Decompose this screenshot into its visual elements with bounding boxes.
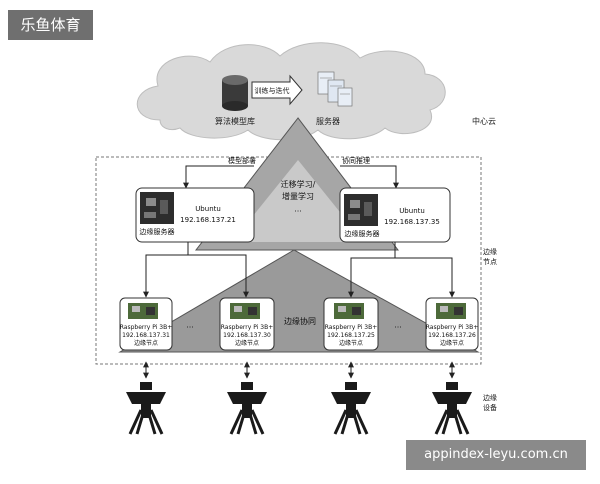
incremental-learning-label: 增量学习: [282, 191, 314, 201]
edge-server-card: Ubuntu 192.168.137.21 边缘服务器: [135, 187, 255, 243]
edge-server-ip: 192.168.137.21: [180, 216, 236, 224]
robot-device-icon: [227, 382, 267, 435]
pi-node-caption: 边缘节点: [339, 339, 363, 347]
edge-server-caption: 边缘服务器: [140, 227, 175, 236]
pi-node-card: Raspberry Pi 3B+ 192.168.137.25 边缘节点: [323, 297, 379, 351]
edge-board-icon: [140, 192, 174, 224]
model-library-label: 算法模型库: [215, 116, 255, 126]
robot-device-icon: [331, 382, 371, 435]
node-device-links: [143, 361, 455, 379]
deploy-connector: [183, 165, 254, 189]
infer-connector: [340, 165, 399, 189]
raspberry-pi-board-icon: [436, 303, 466, 319]
watermark-bottom-right: appindex-leyu.com.cn: [406, 440, 586, 470]
edge-server-ip: 192.168.137.35: [384, 218, 440, 226]
pi-node-caption: 边缘节点: [134, 339, 158, 347]
top-triangle-ellipsis: ···: [294, 207, 302, 216]
pi-node-card: Raspberry Pi 3B+ 192.168.137.26 边缘节点: [425, 297, 479, 351]
robot-device-icon: [432, 382, 472, 435]
transfer-learning-label: 迁移学习/: [281, 179, 316, 189]
pi-node-ip: 192.168.137.31: [122, 332, 170, 339]
edge-node-side-label-2: 节点: [483, 258, 497, 266]
pi-node-model: Raspberry Pi 3B+: [325, 324, 377, 331]
pi-node-caption: 边缘节点: [235, 339, 259, 347]
pi-node-card: Raspberry Pi 3B+ 192.168.137.31 边缘节点: [119, 297, 173, 351]
pi-node-card: Raspberry Pi 3B+ 192.168.137.30 边缘节点: [219, 297, 275, 351]
collab-inference-label: 协同推理: [342, 156, 370, 165]
edge-server-name: Ubuntu: [195, 205, 221, 213]
pi-gap-ellipsis: ···: [186, 323, 194, 332]
raspberry-pi-board-icon: [230, 303, 260, 319]
pi-node-ip: 192.168.137.25: [327, 332, 375, 339]
server-label: 服务器: [316, 116, 340, 126]
edge-server-card: Ubuntu 192.168.137.35 边缘服务器: [339, 187, 451, 243]
edge-node-side-label-1: 边缘: [483, 247, 497, 256]
server-icon: [317, 71, 353, 107]
pi-node-caption: 边缘节点: [440, 339, 464, 347]
edge-collaboration-label: 边缘协同: [284, 316, 316, 326]
train-iterate-arrow: [251, 74, 303, 106]
pi-gap-ellipsis: ···: [394, 323, 402, 332]
edge-server-name: Ubuntu: [399, 207, 425, 215]
watermark-top-left: 乐鱼体育: [8, 10, 93, 40]
pi-node-model: Raspberry Pi 3B+: [426, 324, 478, 331]
pi-node-model: Raspberry Pi 3B+: [221, 324, 273, 331]
edge-server-caption: 边缘服务器: [345, 229, 380, 238]
model-library-database-icon: [222, 75, 248, 111]
pi-node-ip: 192.168.137.30: [223, 332, 271, 339]
edge-board-icon: [344, 194, 378, 226]
robot-device-icon: [126, 382, 166, 435]
edge-device-side-label-2: 设备: [483, 403, 497, 412]
central-cloud-label: 中心云: [472, 116, 496, 126]
server-to-node-connectors: [143, 242, 455, 298]
raspberry-pi-board-icon: [128, 303, 158, 319]
train-iterate-label: 训练与迭代: [255, 86, 290, 95]
edge-device-side-label-1: 边缘: [483, 393, 497, 402]
pi-node-ip: 192.168.137.26: [428, 332, 476, 339]
pi-node-model: Raspberry Pi 3B+: [120, 324, 172, 331]
raspberry-pi-board-icon: [334, 303, 364, 319]
model-deploy-label: 模型部署: [228, 156, 256, 165]
edge-collaboration-triangle: [118, 249, 480, 353]
